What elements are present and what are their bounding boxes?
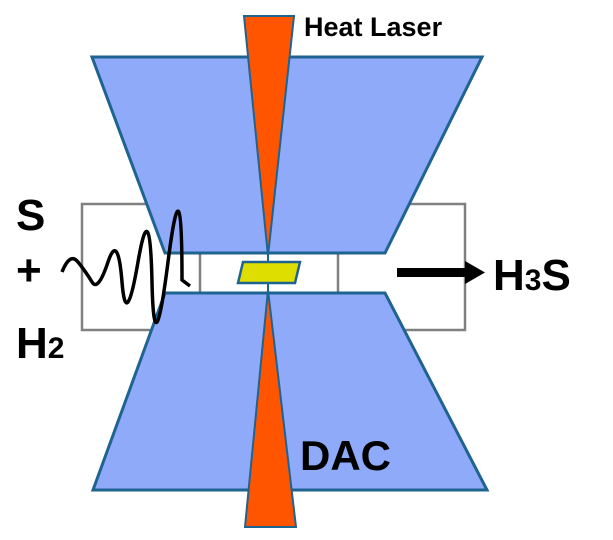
- wavy-input-icon: [60, 209, 192, 325]
- reactant-h2-label: H2: [16, 319, 64, 368]
- h-label: H: [493, 251, 525, 300]
- plus-label: +: [16, 246, 42, 295]
- heat-laser-beam-bottom: [243, 289, 298, 528]
- reactant-s-label: S: [16, 191, 45, 240]
- sample: [236, 260, 302, 285]
- heat-laser-label: Heat Laser: [304, 12, 443, 42]
- diamond-anvil-bottom: [90, 291, 490, 492]
- dac-label: DAC: [300, 432, 391, 479]
- product-h3s-label: H3S: [493, 251, 571, 300]
- diamond-anvil-top: [89, 55, 485, 255]
- subscript-2: 2: [48, 332, 65, 365]
- h-label: H: [16, 319, 48, 368]
- arrow-right-icon: [397, 261, 485, 284]
- heat-laser-beam-top: [242, 15, 296, 257]
- subscript-3: 3: [525, 264, 542, 297]
- s-label: S: [541, 251, 570, 300]
